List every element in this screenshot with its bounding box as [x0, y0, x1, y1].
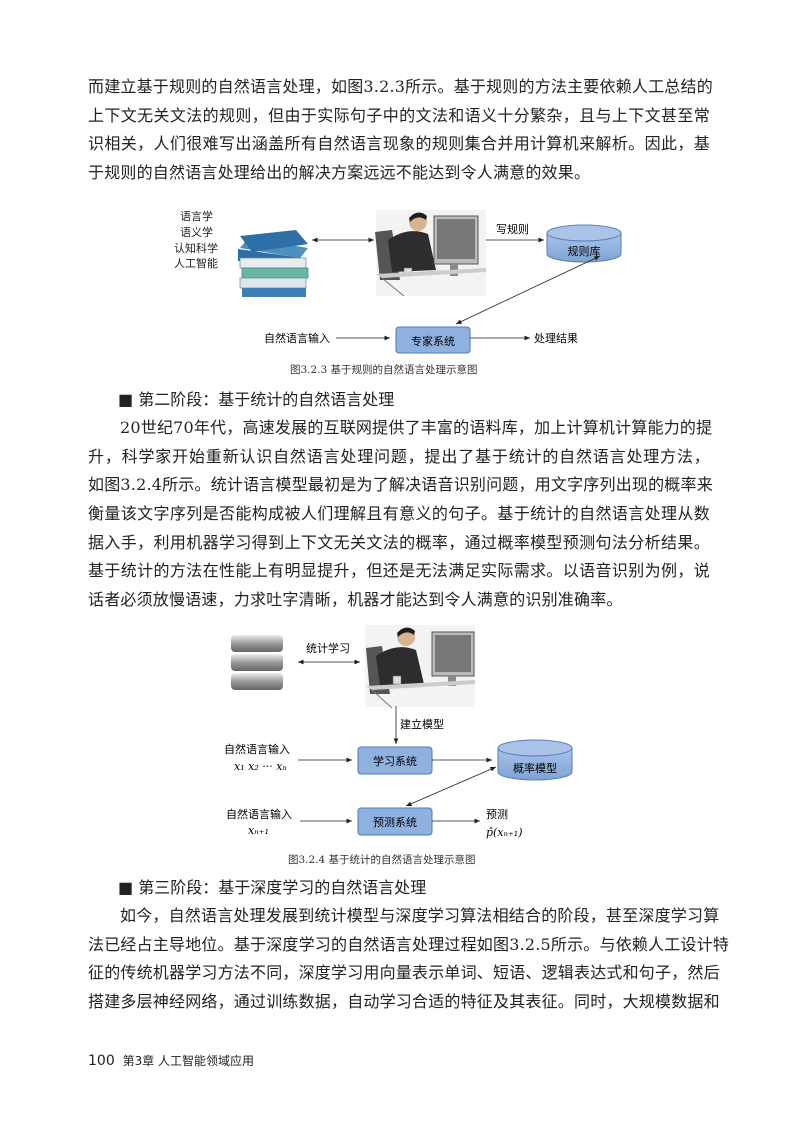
text-line: 话者必须放慢语速，力求吐字清晰，机器才能达到令人满意的识别准确率。 — [88, 590, 623, 610]
person-at-computer-icon — [365, 625, 475, 709]
text-line: 衡量该文字序列是否能构成被人们理解且有意义的句子。基于统计的自然语言处理从数 — [88, 504, 710, 524]
paragraph-1: 而建立基于规则的自然语言处理，如图3.2.3所示。基于规则的方法主要依赖人工总结… — [88, 73, 713, 188]
section-heading: ■ 第二阶段：基于统计的自然语言处理 — [118, 390, 395, 409]
text-line: 识相关，人们很难写出涵盖所有自然语言现象的规则集合并用计算机来解析。因此，基 — [88, 134, 710, 154]
prediction-system-label: 预测系统 — [373, 816, 417, 829]
input1-sequence: x₁ x₂ ··· xₙ — [234, 760, 287, 773]
figure-rule-based-nlp: 语言学 语义学 认知科学 人工智能 写规则 规则库 自然语言输入 — [174, 209, 622, 354]
discipline-label: 人工智能 — [174, 256, 218, 270]
paragraph-3: 如今，自然语言处理发展到统计模型与深度学习算法相结合的阶段，甚至深度学习算 法已… — [88, 902, 730, 1017]
figure-statistical-nlp: 统计学习 建立模型 自然语言输入 x₁ x₂ ··· xₙ 学习系统 — [224, 625, 573, 839]
section-heading: ■ 第三阶段：基于深度学习的自然语言处理 — [118, 878, 427, 897]
rule-base-cylinder: 规则库 — [546, 224, 622, 263]
input-label: 自然语言输入 — [264, 331, 330, 345]
build-model-label: 建立模型 — [400, 717, 444, 731]
text-line: 如今，自然语言处理发展到统计模型与深度学习算法相结合的阶段，甚至深度学习算 — [120, 906, 720, 925]
text-line: 于规则的自然语言处理给出的解决方案远远不能达到令人满意的效果。 — [88, 163, 591, 183]
figure-caption: 图3.2.4 基于统计的自然语言处理示意图 — [288, 854, 476, 866]
text-line: 上下文无关文法的规则，但由于实际句子中的文法和语义十分繁杂，且与上下文甚至常 — [88, 105, 710, 125]
probability-model-cylinder: 概率模型 — [497, 739, 573, 781]
person-at-computer-icon — [375, 210, 486, 297]
paragraph-2: 20世纪70年代，高速发展的互联网提供了丰富的语料库，加上计算机计算能力的提 升… — [88, 414, 713, 615]
input2-label: 自然语言输入 — [226, 807, 292, 821]
expert-system-label: 专家系统 — [411, 334, 455, 348]
database-icon — [231, 635, 283, 690]
write-rules-label: 写规则 — [496, 222, 529, 236]
page-number: 100 — [88, 1053, 115, 1069]
text-line: 搭建多层神经网络，通过训练数据，自动学习合适的特征及其表征。同时，大规模数据和 — [88, 992, 720, 1012]
expert-system-box: 专家系统 — [395, 326, 471, 354]
text-line: 升，科学家开始重新认识自然语言处理问题，提出了基于统计的自然语言处理方法， — [88, 446, 710, 466]
text-line: 如图3.2.4所示。统计语言模型最初是为了解决语音识别问题，用文字序列出现的概率… — [88, 475, 713, 495]
prediction-system-box: 预测系统 — [357, 807, 433, 836]
output-label: 处理结果 — [534, 332, 578, 345]
text-line: 20世纪70年代，高速发展的互联网提供了丰富的语料库，加上计算机计算能力的提 — [120, 418, 713, 437]
text-line: 据入手，利用机器学习得到上下文无关文法的概率，通过概率模型预测句法分析结果。 — [88, 532, 710, 552]
rule-base-label: 规则库 — [568, 244, 601, 258]
input1-label: 自然语言输入 — [224, 742, 290, 756]
disciplines-list: 语言学 语义学 认知科学 人工智能 — [174, 209, 218, 270]
learning-system-label: 学习系统 — [373, 754, 417, 768]
figure-caption: 图3.2.3 基于规则的自然语言处理示意图 — [290, 364, 478, 376]
stat-learning-label: 统计学习 — [306, 641, 350, 655]
predict-label: 预测 — [486, 808, 508, 821]
books-icon — [238, 230, 309, 297]
chapter-title: 第3章 人工智能领域应用 — [122, 1054, 255, 1068]
discipline-label: 认知科学 — [174, 241, 218, 255]
text-line: 而建立基于规则的自然语言处理，如图3.2.3所示。基于规则的方法主要依赖人工总结… — [88, 77, 713, 96]
predict-formula: p̂(xₙ₊₁) — [486, 826, 523, 839]
learning-system-box: 学习系统 — [357, 746, 433, 775]
discipline-label: 语义学 — [180, 225, 213, 239]
page-footer: 100 第3章 人工智能领域应用 — [88, 1052, 254, 1069]
text-line: 法已经占主导地位。基于深度学习的自然语言处理过程如图3.2.5所示。与依赖人工设… — [88, 934, 730, 954]
text-line: 征的传统机器学习方法不同，深度学习用向量表示单词、短语、逻辑表达式和句子，然后 — [88, 963, 720, 983]
discipline-label: 语言学 — [180, 209, 213, 223]
text-line: 基于统计的方法在性能上有明显提升，但还是无法满足实际需求。以语音识别为例，说 — [88, 561, 710, 581]
prob-model-label: 概率模型 — [513, 761, 557, 775]
input2-sequence: xₙ₊₁ — [248, 824, 269, 837]
